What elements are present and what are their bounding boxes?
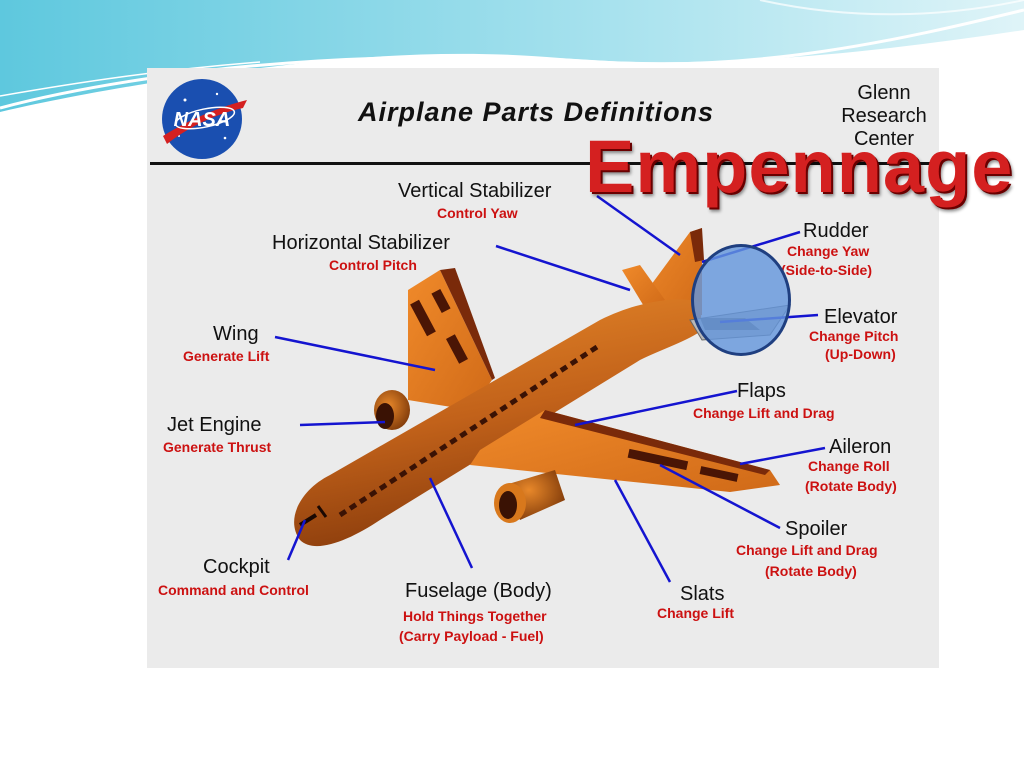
elevator-label: Elevator [824,306,898,328]
empennage-title: Empennage [585,125,1014,208]
title-divider [150,162,939,165]
upper-wing [408,268,495,410]
fuselage-label: Fuselage (Body) [405,580,552,602]
horizontal-stabilizer-label: Horizontal Stabilizer [272,232,450,254]
vertical-stabilizer-label: Vertical Stabilizer [398,180,552,202]
elevator-desc-1: Change Pitch [809,328,899,344]
elevator-desc-2: (Up-Down) [825,346,896,362]
jet-engine-label: Jet Engine [167,414,262,436]
center-line-3: Center [853,128,915,150]
center-line-1: Glenn [857,82,911,104]
slats-desc: Change Lift [657,605,734,621]
flaps-label: Flaps [737,380,786,402]
jet-engine-near [494,470,565,523]
near-wing [470,410,780,492]
flaps-desc: Change Lift and Drag [693,405,835,421]
rudder-desc-2: (Side-to-Side) [781,262,872,278]
fuselage-desc-1: Hold Things Together [403,608,547,624]
slats-label: Slats [680,583,725,605]
figure-title: Airplane Parts Definitions [358,97,715,127]
aileron-label: Aileron [829,436,892,458]
rudder-desc-1: Change Yaw [787,243,870,259]
cockpit-desc: Command and Control [158,582,309,598]
aileron-desc-2: (Rotate Body) [805,478,897,494]
aileron-desc-1: Change Roll [808,458,890,474]
jet-engine-far [374,390,410,430]
jet-engine-desc: Generate Thrust [163,439,272,455]
leader-lines [274,194,826,583]
spoiler-label: Spoiler [785,518,848,540]
wing-label: Wing [213,323,259,345]
wing-desc: Generate Lift [183,348,270,364]
rudder-label: Rudder [803,220,869,242]
spoiler-desc-2: (Rotate Body) [765,563,857,579]
vertical-stabilizer-desc: Control Yaw [437,205,518,221]
nasa-logo: NASA [162,79,247,159]
spoiler-desc-1: Change Lift and Drag [736,542,878,558]
horizontal-stabilizer-desc: Control Pitch [329,257,417,273]
center-line-2: Research [841,105,927,127]
glenn-research-center: Glenn Research Center [829,82,939,151]
nasa-logo-text: NASA [174,109,231,131]
horizontal-stabilizer [622,265,665,308]
fuselage-desc-2: (Carry Payload - Fuel) [399,628,544,644]
empennage-highlight-circle [691,244,791,356]
cockpit-label: Cockpit [203,556,270,578]
